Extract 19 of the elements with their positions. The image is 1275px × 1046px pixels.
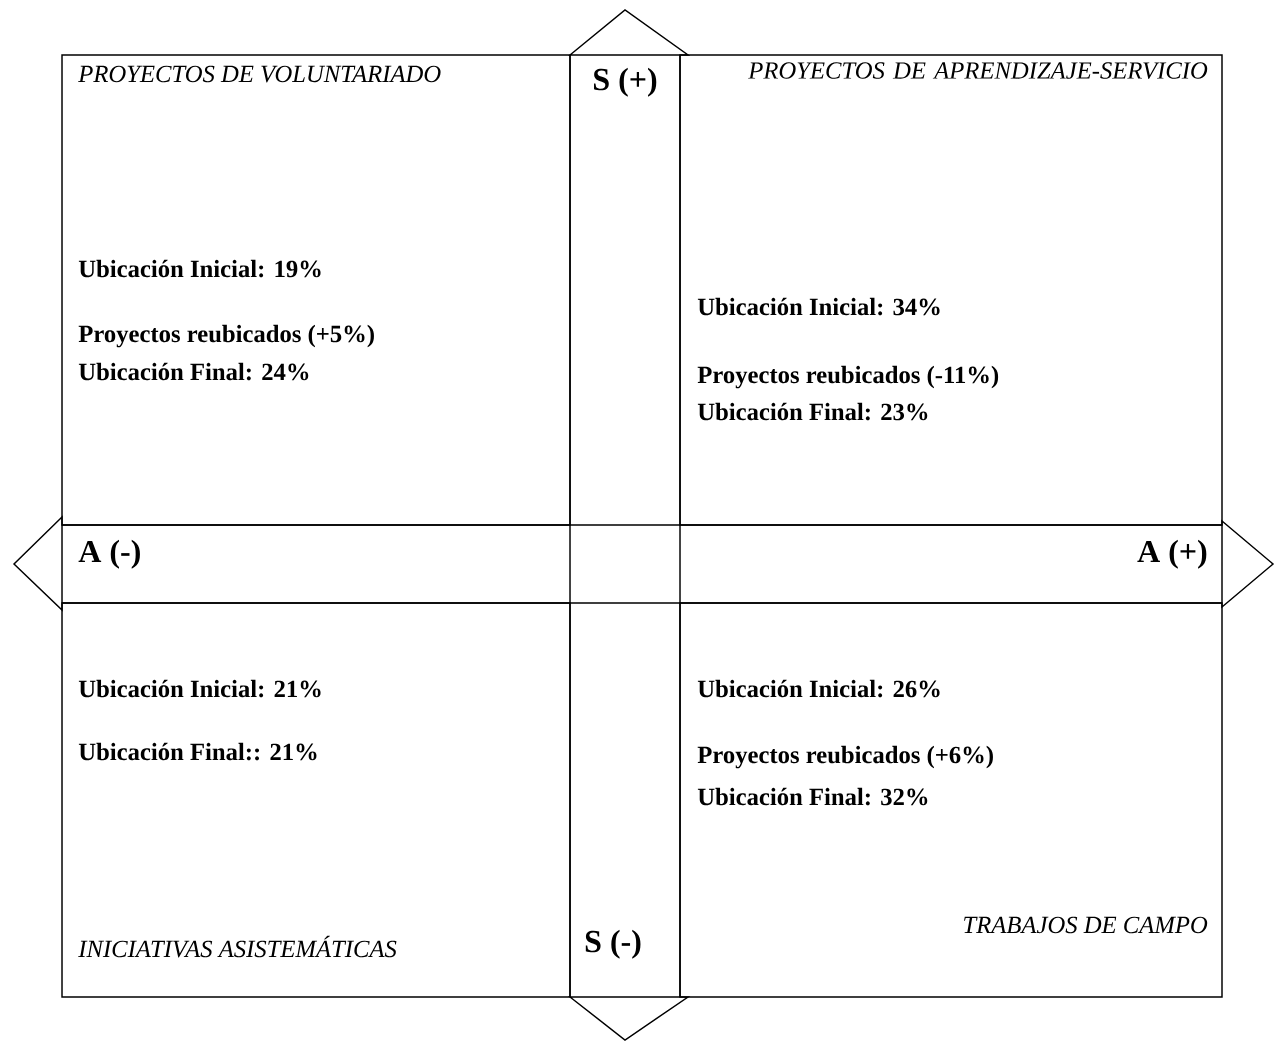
percentage-text: Proyectos reubicados (+5%): [78, 324, 374, 348]
percentage-text: Proyectos reubicados (+6%): [697, 745, 993, 769]
percentage-text: Ubicación Inicial: 26%: [697, 679, 940, 698]
percentage-text: Ubicación Final: 24%: [78, 362, 309, 381]
axis-label: A (-): [78, 539, 140, 569]
percentage-text: Ubicación Inicial: 21%: [78, 679, 321, 698]
axis-label: S (-): [585, 929, 641, 959]
percentage-text: Proyectos reubicados (-11%): [697, 365, 999, 389]
quadrant-title: PROYECTOS DE VOLUNTARIADO: [78, 65, 441, 83]
percentage-text: Ubicación Final: 23%: [697, 402, 928, 421]
percentage-text: Ubicación Final: 32%: [697, 787, 928, 806]
quadrant-title: TRABAJOS DE CAMPO: [964, 916, 1208, 934]
percentage-text: Ubicación Inicial: 34%: [697, 297, 940, 316]
quadrant-title: INICIATIVAS ASISTEMÁTICAS: [78, 935, 397, 958]
percentage-text: Ubicación Final:: 21%: [78, 742, 317, 761]
axis-label: A (+): [1137, 539, 1207, 569]
percentage-text: Ubicación Inicial: 19%: [78, 259, 321, 278]
quadrant-title: PROYECTOS DE APRENDIZAJE-SERVICIO: [748, 62, 1208, 79]
axis-label: S (+): [594, 67, 657, 97]
